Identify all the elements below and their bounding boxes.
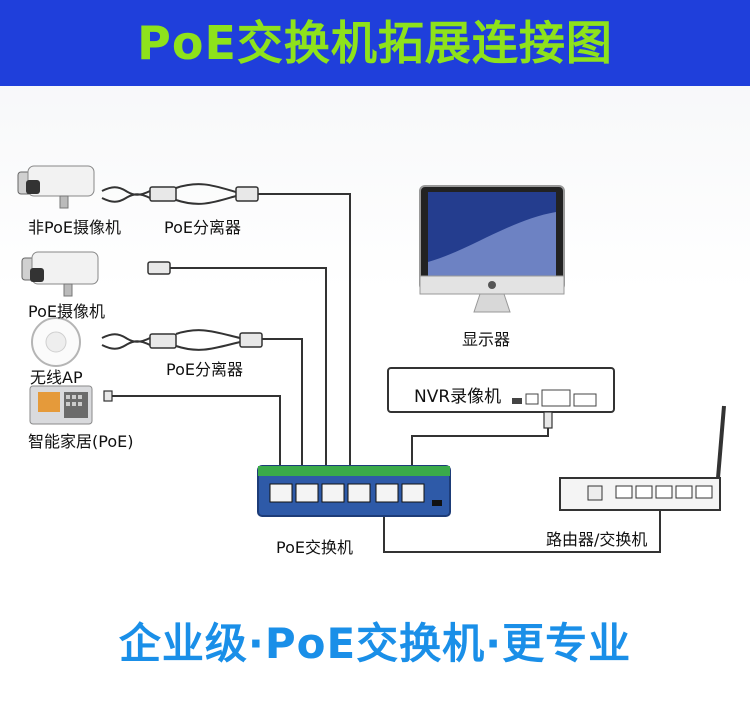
router-icon [559,405,726,511]
wireless-ap-icon [31,317,81,367]
splitter2-rj45 [239,332,263,348]
splitter2-wire-d [175,341,241,351]
label-smart-home: 智能家居(PoE) [28,432,134,451]
splitter1-plug [149,186,177,202]
splitter1-wire-b [101,193,151,203]
cable-poe-camera-to-switch [170,267,327,478]
splitter2-plug [149,333,177,349]
poe-switch-icon [257,465,451,517]
label-router: 路由器/交换机 [546,530,648,549]
nvr-icon [387,367,615,429]
label-monitor: 显示器 [462,330,511,349]
cable-splitter1-to-switch [258,193,351,478]
splitter1-wire-c [175,183,237,193]
poe-camera-plug [147,261,171,275]
cable-switch-to-router [383,508,661,553]
splitter2-wire-b [101,340,151,350]
splitter2-wire-c [175,329,241,339]
label-poe-camera: PoE摄像机 [28,302,105,321]
smart-home-plug [103,390,113,402]
splitter1-rj45 [235,186,259,202]
splitter-1 [149,186,259,202]
cable-smart-home-to-switch [110,395,281,478]
cable-splitter2-to-switch [262,338,303,478]
splitter2-wire-a [101,333,151,343]
splitter1-wire-a [101,186,151,196]
splitter1-wire-d [175,195,237,205]
smart-home-panel-icon [29,385,93,425]
monitor-icon [419,185,565,313]
label-non-poe-camera: 非PoE摄像机 [28,218,121,237]
label-wireless-ap: 无线AP [30,368,83,387]
splitter-2 [149,332,263,349]
title-banner: PoE交换机拓展连接图 [0,0,750,86]
poe-camera-icon [21,251,99,297]
label-nvr: NVR录像机 [414,387,502,407]
page-title: PoE交换机拓展连接图 [137,16,613,70]
slogan: 企业级·PoE交换机·更专业 [118,619,632,668]
non-poe-camera-icon [17,165,95,209]
label-poe-splitter-2: PoE分离器 [166,360,243,379]
label-poe-switch: PoE交换机 [276,538,353,557]
label-poe-splitter-1: PoE分离器 [164,218,241,237]
